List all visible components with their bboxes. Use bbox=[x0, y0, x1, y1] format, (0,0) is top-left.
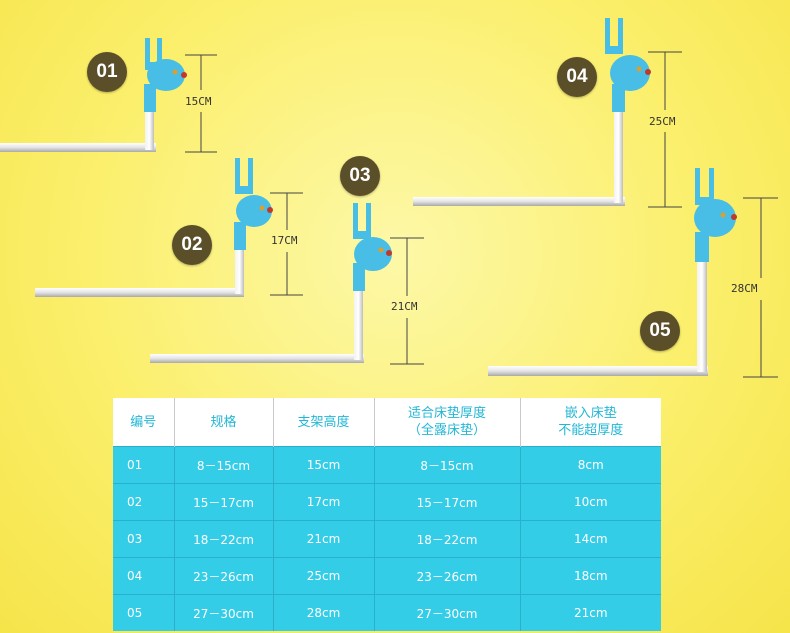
cell-number: 01 bbox=[113, 446, 175, 484]
cell-number: 04 bbox=[113, 557, 175, 595]
cell-height: 15cm bbox=[273, 446, 375, 484]
cell-spec: 8－15cm bbox=[174, 446, 274, 484]
cell-embed: 10cm bbox=[520, 483, 661, 521]
cell-embed: 21cm bbox=[520, 594, 661, 631]
cell-spec: 15－17cm bbox=[174, 483, 274, 521]
header-bracket-height: 支架高度 bbox=[273, 398, 375, 447]
cell-spec: 18－22cm bbox=[174, 520, 274, 558]
cell-number: 05 bbox=[113, 594, 175, 631]
cell-thickness: 27－30cm bbox=[374, 594, 521, 631]
badge-01: 01 bbox=[87, 52, 127, 92]
header-number: 编号 bbox=[113, 398, 175, 447]
table-row: 05 27－30cm 28cm 27－30cm 21cm bbox=[113, 594, 661, 631]
cell-embed: 14cm bbox=[520, 520, 661, 558]
measure-label-05: 28CM bbox=[731, 282, 758, 295]
table-header-row: 编号 规格 支架高度 适合床垫厚度 （全露床垫） 嵌入床垫 不能超厚度 bbox=[113, 398, 661, 447]
cell-embed: 8cm bbox=[520, 446, 661, 484]
table-row: 01 8－15cm 15cm 8－15cm 8cm bbox=[113, 446, 661, 484]
measure-label-02: 17CM bbox=[271, 234, 298, 247]
measure-line-03 bbox=[390, 237, 424, 365]
cell-number: 03 bbox=[113, 520, 175, 558]
cell-embed: 18cm bbox=[520, 557, 661, 595]
measure-label-03: 21CM bbox=[391, 300, 418, 313]
cell-height: 28cm bbox=[273, 594, 375, 631]
bracket-illustrations bbox=[0, 18, 778, 378]
bracket-04 bbox=[413, 18, 651, 206]
bracket-05 bbox=[488, 168, 737, 376]
measure-label-04: 25CM bbox=[649, 115, 676, 128]
header-mattress-thickness: 适合床垫厚度 （全露床垫） bbox=[374, 398, 521, 447]
spec-table: 编号 规格 支架高度 适合床垫厚度 （全露床垫） 嵌入床垫 不能超厚度 01 8… bbox=[113, 398, 661, 631]
badge-04: 04 bbox=[557, 57, 597, 97]
table-row: 03 18－22cm 21cm 18－22cm 14cm bbox=[113, 520, 661, 558]
cell-height: 17cm bbox=[273, 483, 375, 521]
bracket-01 bbox=[0, 38, 187, 152]
cell-thickness: 15－17cm bbox=[374, 483, 521, 521]
cell-spec: 27－30cm bbox=[174, 594, 274, 631]
cell-height: 21cm bbox=[273, 520, 375, 558]
measure-label-01: 15CM bbox=[185, 95, 212, 108]
cell-thickness: 8－15cm bbox=[374, 446, 521, 484]
measure-line-01 bbox=[185, 54, 217, 153]
cell-thickness: 23－26cm bbox=[374, 557, 521, 595]
bracket-02 bbox=[35, 158, 273, 297]
cell-thickness: 18－22cm bbox=[374, 520, 521, 558]
badge-05: 05 bbox=[640, 311, 680, 351]
measure-line-05 bbox=[743, 197, 778, 378]
cell-height: 25cm bbox=[273, 557, 375, 595]
badge-03: 03 bbox=[340, 156, 380, 196]
table-row: 04 23－26cm 25cm 23－26cm 18cm bbox=[113, 557, 661, 595]
bracket-03 bbox=[150, 203, 392, 363]
badge-02: 02 bbox=[172, 225, 212, 265]
cell-spec: 23－26cm bbox=[174, 557, 274, 595]
header-embed-max: 嵌入床垫 不能超厚度 bbox=[520, 398, 661, 447]
cell-number: 02 bbox=[113, 483, 175, 521]
table-row: 02 15－17cm 17cm 15－17cm 10cm bbox=[113, 483, 661, 521]
header-spec: 规格 bbox=[174, 398, 274, 447]
measure-line-02 bbox=[270, 192, 303, 296]
measure-line-04 bbox=[648, 51, 682, 208]
